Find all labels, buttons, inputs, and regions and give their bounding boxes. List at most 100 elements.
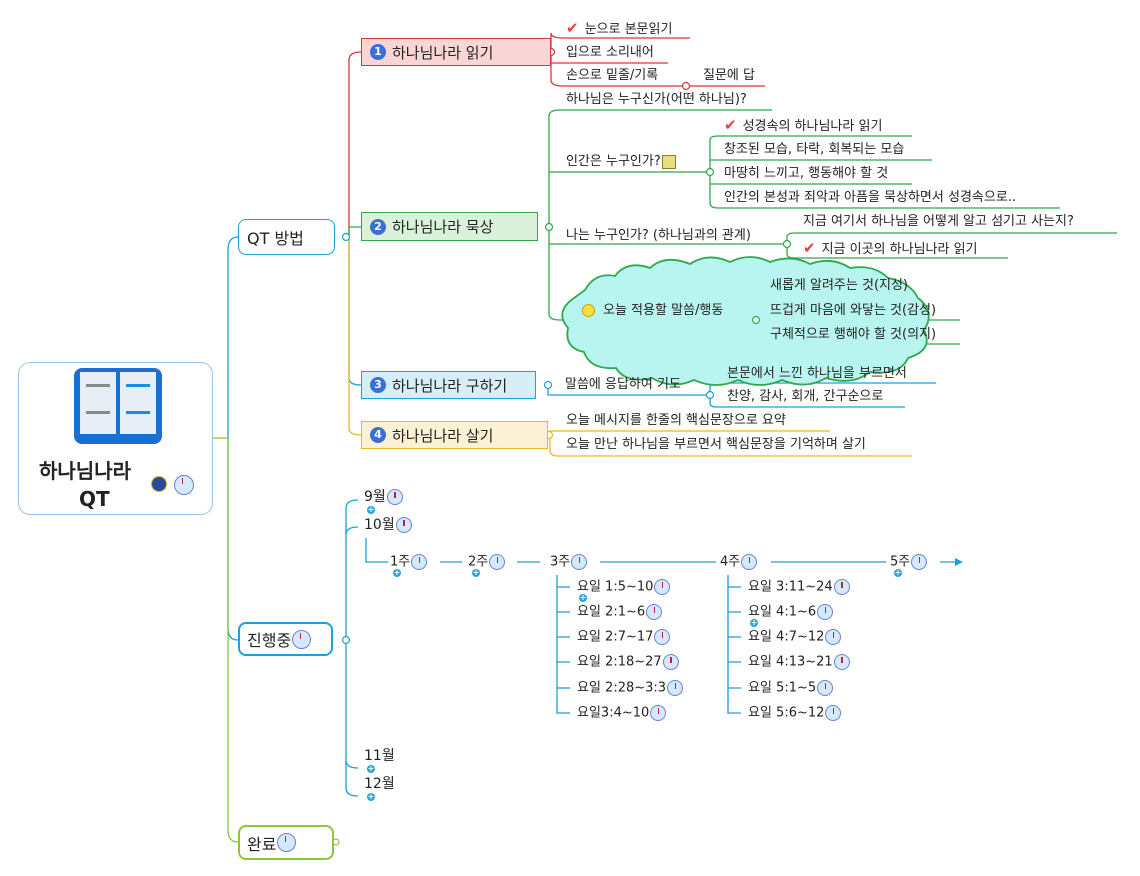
meditation-subitem[interactable]: ✔성경속의 하나님나라 읽기 [724, 116, 883, 134]
done-node[interactable]: 완료 [238, 825, 334, 860]
in-progress-node[interactable]: 진행중 [238, 622, 333, 656]
clock-icon [741, 554, 758, 570]
clock-icon [833, 579, 850, 595]
apply-subitem[interactable]: 구체적으로 행해야 할 것(의지) [770, 327, 937, 342]
clock-icon [650, 705, 667, 721]
day-item[interactable]: 요일 5:6~12 [748, 705, 842, 722]
clock-icon [825, 629, 842, 645]
seeking-subitem[interactable]: 찬양, 감사, 회개, 간구순으로 [727, 389, 884, 404]
meditation-subitem[interactable]: 창조된 모습, 타락, 회복되는 모습 [724, 142, 905, 157]
clock-icon [662, 654, 679, 670]
number-3-icon: 3 [370, 377, 386, 393]
central-topic[interactable]: 하나님나라 QT [18, 362, 213, 515]
check-icon: ✔ [566, 19, 579, 37]
living-item[interactable]: 오늘 메시지를 한줄의 핵심문장으로 요약 [566, 413, 786, 428]
clock-icon [277, 833, 297, 852]
month-item[interactable]: 11월 [364, 748, 395, 764]
clock-icon [174, 475, 194, 495]
clock-icon [646, 604, 663, 620]
expand-icon[interactable]: + [367, 505, 375, 514]
expand-icon[interactable]: + [894, 568, 902, 577]
globe-icon [151, 476, 167, 492]
clock-icon [292, 629, 312, 649]
number-2-icon: 2 [370, 218, 386, 235]
month-item[interactable]: 12월 [364, 776, 395, 792]
month-item[interactable]: 9월 [364, 489, 403, 505]
clock-icon [654, 629, 671, 645]
week-item[interactable]: 5주 [890, 554, 928, 571]
clock-icon [833, 654, 850, 670]
living-item[interactable]: 오늘 만난 하나님을 부르면서 핵심문장을 기억하며 살기 [566, 437, 866, 452]
expand-icon[interactable]: + [750, 618, 758, 627]
check-icon: ✔ [724, 116, 737, 134]
clock-icon [817, 680, 834, 696]
week-item[interactable]: 3주 [550, 554, 588, 571]
lightbulb-icon [582, 304, 595, 317]
day-item[interactable]: 요일 4:7~12 [748, 629, 842, 646]
seeking-item[interactable]: 말씀에 응답하여 기도 [565, 377, 681, 392]
reading-item[interactable]: ✔눈으로 본문읽기 [566, 19, 673, 37]
apply-subitem[interactable]: 새롭게 알려주는 것(지성) [770, 278, 909, 293]
meditation-label: 하나님나라 묵상 [392, 218, 494, 236]
expand-icon[interactable]: + [472, 568, 480, 577]
meditation-node[interactable]: 2 하나님나라 묵상 [361, 212, 538, 241]
clock-icon [667, 680, 684, 696]
reading-item[interactable]: 손으로 밑줄/기록 [566, 68, 659, 83]
apply-topic[interactable]: 오늘 적용할 말씀/행동 [582, 303, 723, 319]
clock-icon [817, 604, 834, 620]
clock-icon [654, 579, 671, 595]
cloud-boundary [561, 256, 930, 386]
week-item[interactable]: 1주 [390, 554, 428, 571]
clock-icon [395, 517, 412, 533]
meditation-subitem[interactable]: ✔지금 이곳의 하나님나라 읽기 [803, 239, 978, 257]
meditation-subitem[interactable]: 지금 여기서 하나님을 어떻게 알고 섬기고 사는지? [803, 214, 1074, 229]
day-item[interactable]: 요일 4:1~6 [748, 604, 834, 621]
meditation-question[interactable]: 나는 누구인가? (하나님과의 관계) [566, 228, 751, 243]
central-title-line2: QT [79, 487, 110, 511]
expand-icon[interactable]: + [367, 792, 375, 801]
apply-subitem[interactable]: 뜨겁게 마음에 와닿는 것(감성) [770, 303, 937, 318]
meditation-question[interactable]: 인간은 누구인가? [566, 154, 676, 170]
day-item[interactable]: 요일 2:28~3:3 [577, 680, 684, 697]
day-item[interactable]: 요일 3:11~24 [748, 579, 850, 596]
clock-icon [489, 554, 506, 570]
day-item[interactable]: 요일 5:1~5 [748, 680, 834, 697]
clock-icon [825, 705, 842, 721]
check-icon: ✔ [803, 239, 816, 257]
week-item[interactable]: 4주 [720, 554, 758, 571]
meditation-subitem[interactable]: 마땅히 느끼고, 행동해야 할 것 [724, 166, 889, 181]
qt-method-node[interactable]: QT 방법 [238, 219, 335, 255]
day-item[interactable]: 요일 1:5~10 [577, 579, 671, 596]
expand-icon[interactable]: + [393, 568, 401, 577]
clock-icon [571, 554, 588, 570]
done-label: 완료 [247, 834, 277, 854]
seeking-subitem[interactable]: 본문에서 느낀 하나님을 부르면서 [727, 366, 907, 381]
day-item[interactable]: 요일 2:18~27 [577, 654, 679, 671]
seeking-label: 하나님나라 구하기 [392, 376, 508, 395]
reading-label: 하나님나라 읽기 [392, 43, 494, 62]
expand-icon[interactable]: + [579, 593, 587, 602]
central-title-line1: 하나님나라 [39, 459, 131, 483]
reading-item[interactable]: 입으로 소리내어 [566, 45, 654, 60]
reading-sub-item[interactable]: 질문에 답 [703, 68, 755, 83]
meditation-question[interactable]: 하나님은 누구신가(어떤 하나님)? [566, 92, 747, 107]
book-icon [74, 368, 162, 444]
in-progress-label: 진행중 [247, 631, 292, 650]
living-label: 하나님나라 살기 [392, 426, 494, 445]
note-icon [661, 154, 676, 169]
seeking-node[interactable]: 3 하나님나라 구하기 [361, 371, 536, 399]
clock-icon [911, 554, 928, 570]
day-item[interactable]: 요일 4:13~21 [748, 654, 850, 671]
expand-icon[interactable]: + [367, 764, 375, 773]
month-item[interactable]: 10월 [364, 517, 412, 533]
qt-method-label: QT 방법 [247, 229, 304, 248]
day-item[interactable]: 요일 2:7~17 [577, 629, 671, 646]
day-item[interactable]: 요일 2:1~6 [577, 604, 663, 621]
clock-icon [386, 489, 403, 505]
meditation-subitem[interactable]: 인간의 본성과 죄악과 아픔을 묵상하면서 성경속으로.. [724, 190, 1017, 205]
week-item[interactable]: 2주 [468, 554, 506, 571]
day-item[interactable]: 요일3:4~10 [577, 705, 667, 722]
